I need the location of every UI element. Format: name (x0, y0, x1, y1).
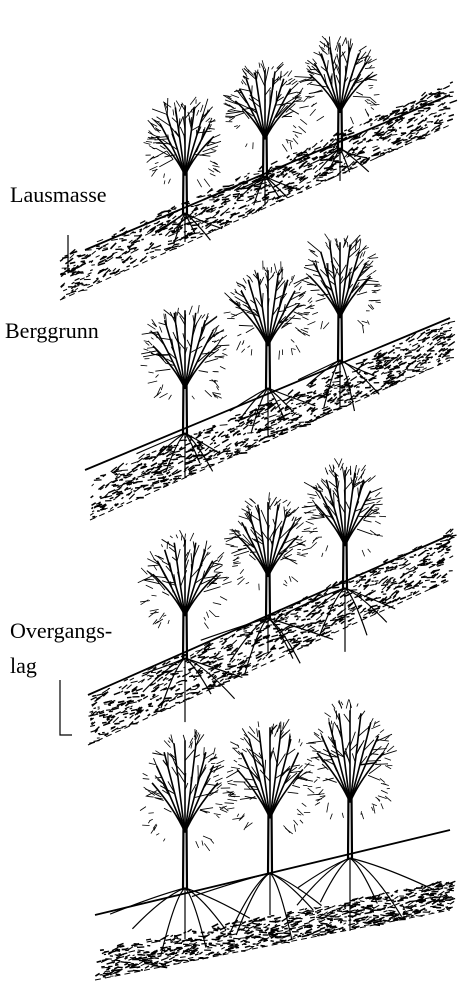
panel-berggrunn (85, 234, 455, 520)
panel-deep (95, 699, 455, 980)
label-berggrunn: Berggrunn (5, 320, 99, 342)
tree (286, 458, 395, 651)
label-lag: lag (10, 655, 37, 677)
tree (224, 261, 316, 436)
depth-bracket (60, 680, 72, 735)
tree (110, 729, 250, 956)
tree (192, 719, 322, 940)
tree (138, 530, 243, 722)
tree (144, 97, 223, 244)
panel-lausmasse (60, 36, 457, 300)
tree (201, 492, 333, 673)
label-lausmasse: Lausmasse (10, 184, 107, 206)
label-overgangs: Overgangs- (10, 620, 112, 642)
tree (223, 60, 307, 205)
panel-overgangslag (60, 458, 457, 745)
